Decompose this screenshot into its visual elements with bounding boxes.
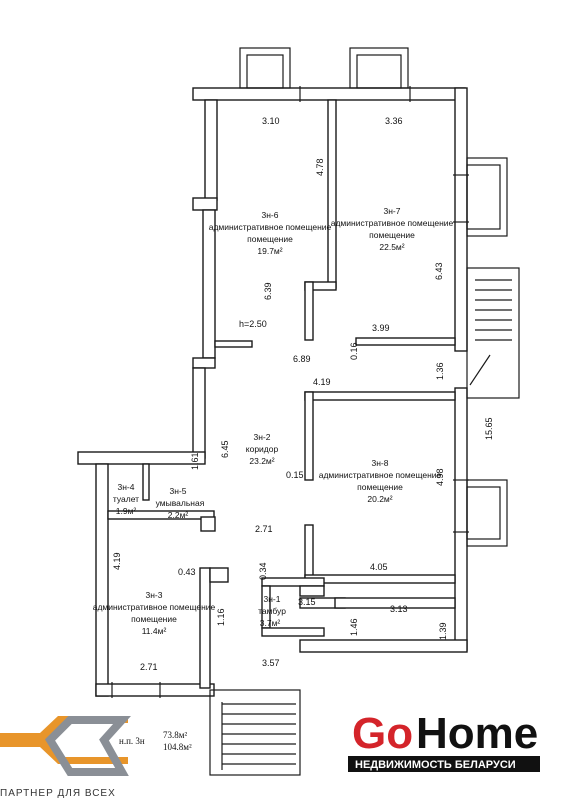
svg-text:административное помещение: административное помещение: [319, 470, 442, 480]
svg-text:умывальная: умывальная: [156, 498, 205, 508]
room-3-label: 3н-3 административное помещение помещени…: [93, 590, 216, 636]
room-8-label: 3н-8 административное помещение помещени…: [319, 458, 442, 504]
svg-text:4.98: 4.98: [435, 468, 445, 486]
svg-text:6.89: 6.89: [293, 354, 311, 364]
svg-text:помещение: помещение: [131, 614, 177, 624]
svg-text:3н-7: 3н-7: [384, 206, 401, 216]
svg-text:20.2м²: 20.2м²: [367, 494, 392, 504]
svg-text:0.34: 0.34: [258, 562, 268, 580]
stairs-bottom: [209, 689, 301, 776]
svg-text:помещение: помещение: [369, 230, 415, 240]
ceiling-height: h=2.50: [239, 319, 267, 329]
svg-text:0.15: 0.15: [286, 470, 304, 480]
svg-text:15.65: 15.65: [484, 417, 494, 440]
svg-text:3.36: 3.36: [385, 116, 403, 126]
svg-text:административное помещение: административное помещение: [93, 602, 216, 612]
svg-text:3.57: 3.57: [262, 658, 280, 668]
svg-text:1.46: 1.46: [349, 618, 359, 636]
room-2-label: 3н-2 коридор 23.2м²: [246, 432, 279, 466]
balconies: [111, 47, 508, 698]
svg-text:0.43: 0.43: [178, 567, 196, 577]
partner-tagline: ПАРТНЕР ДЛЯ ВСЕХ: [0, 788, 116, 799]
svg-text:4.05: 4.05: [370, 562, 388, 572]
svg-text:11.4м²: 11.4м²: [142, 626, 167, 636]
svg-text:104.8м²: 104.8м²: [163, 742, 192, 752]
area-totals: н.п. 3н 73.8м² 104.8м²: [119, 730, 192, 752]
svg-text:2.71: 2.71: [140, 662, 158, 672]
svg-text:1.16: 1.16: [216, 608, 226, 626]
dimensions: 3.10 3.36 4.78 6.39 6.43 3.99 6.89 0.16 …: [112, 116, 494, 672]
svg-text:73.8м²: 73.8м²: [163, 730, 187, 740]
svg-text:3н-6: 3н-6: [262, 210, 279, 220]
svg-text:коридор: коридор: [246, 444, 279, 454]
svg-text:23.2м²: 23.2м²: [249, 456, 274, 466]
svg-text:1.61: 1.61: [190, 452, 200, 470]
svg-text:туалет: туалет: [113, 494, 139, 504]
room-1-label: 3н-1 тамбур 3.7м²: [258, 594, 286, 628]
svg-text:Home: Home: [416, 709, 538, 758]
svg-text:3н-5: 3н-5: [170, 486, 187, 496]
svg-text:3н-8: 3н-8: [372, 458, 389, 468]
svg-text:3н-2: 3н-2: [254, 432, 271, 442]
svg-text:4.19: 4.19: [112, 552, 122, 570]
svg-text:3.10: 3.10: [262, 116, 280, 126]
svg-text:4.78: 4.78: [315, 158, 325, 176]
partitions: [107, 99, 456, 689]
svg-text:2.71: 2.71: [255, 524, 273, 534]
svg-text:3н-3: 3н-3: [146, 590, 163, 600]
gohome-logo: Go Home НЕДВИЖИМОСТЬ БЕЛАРУСИ: [348, 709, 540, 772]
svg-text:6.39: 6.39: [263, 282, 273, 300]
svg-text:Go: Go: [352, 709, 413, 758]
room-6-label: 3н-6 административное помещение помещени…: [209, 210, 332, 256]
svg-text:административное помещение: административное помещение: [209, 222, 332, 232]
svg-text:3.7м²: 3.7м²: [260, 618, 281, 628]
svg-text:1.36: 1.36: [435, 362, 445, 380]
svg-text:2.2м²: 2.2м²: [168, 510, 189, 520]
svg-text:3н-4: 3н-4: [118, 482, 135, 492]
svg-text:3н-1: 3н-1: [264, 594, 281, 604]
svg-text:помещение: помещение: [357, 482, 403, 492]
svg-text:22.5м²: 22.5м²: [379, 242, 404, 252]
svg-text:3.15: 3.15: [298, 597, 316, 607]
svg-text:административное помещение: административное помещение: [331, 218, 454, 228]
room-4-label: 3н-4 туалет 1.9м²: [113, 482, 139, 516]
svg-text:0.16: 0.16: [349, 342, 359, 360]
room-7-label: 3н-7 административное помещение помещени…: [331, 206, 454, 252]
stairs-right: [466, 267, 520, 399]
svg-text:19.7м²: 19.7м²: [257, 246, 282, 256]
svg-text:помещение: помещение: [247, 234, 293, 244]
gohome-tagline: НЕДВИЖИМОСТЬ БЕЛАРУСИ: [355, 759, 516, 771]
svg-text:1.9м²: 1.9м²: [116, 506, 137, 516]
svg-text:4.19: 4.19: [313, 377, 331, 387]
room-5-label: 3н-5 умывальная 2.2м²: [156, 486, 205, 520]
partner-logo: ПАРТНЕР ДЛЯ ВСЕХ: [0, 716, 131, 799]
svg-text:1.39: 1.39: [438, 622, 448, 640]
svg-text:6.43: 6.43: [434, 262, 444, 280]
svg-text:6.45: 6.45: [220, 440, 230, 458]
svg-text:3.13: 3.13: [390, 604, 408, 614]
svg-text:3.99: 3.99: [372, 323, 390, 333]
svg-text:н.п. 3н: н.п. 3н: [119, 736, 145, 746]
svg-text:тамбур: тамбур: [258, 606, 286, 616]
